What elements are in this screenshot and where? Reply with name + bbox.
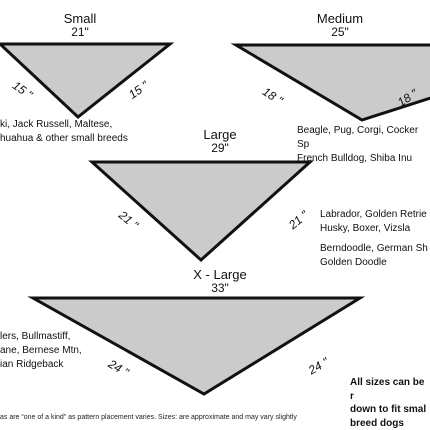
medium-width: 25" — [331, 25, 349, 39]
note-line: breed dogs — [350, 417, 404, 429]
large-size-name: Large — [203, 127, 237, 142]
small-bandana-triangle — [0, 42, 175, 119]
breed-line: huahua & other small breeds — [0, 133, 128, 144]
large-breeds: Labrador, Golden Retrie Husky, Boxer, Vi… — [320, 208, 428, 270]
note-line: All sizes can be r — [350, 377, 425, 402]
breed-line: Beagle, Pug, Corgi, Cocker Sp — [297, 125, 419, 150]
large-width: 29" — [211, 141, 229, 155]
xlarge-width: 33" — [211, 281, 229, 295]
small-size-name: Small — [63, 11, 97, 26]
small-width: 21" — [71, 25, 89, 39]
xlarge-size-name: X - Large — [193, 267, 247, 282]
breed-line: Golden Doodle — [320, 257, 387, 268]
xlarge-breeds: lers, Bullmastiff, ane, Bernese Mtn, ian… — [0, 330, 82, 372]
breed-line: Labrador, Golden Retrie — [320, 209, 427, 220]
medium-bandana-triangle — [230, 43, 430, 122]
breed-line: French Bulldog, Shiba Inu — [297, 153, 413, 164]
breed-line: ane, Bernese Mtn, — [0, 345, 82, 356]
large-bandana-triangle — [88, 160, 314, 263]
breed-line: lers, Bullmastiff, — [0, 331, 71, 342]
breed-line: ian Ridgeback — [0, 359, 64, 370]
medium-size-name: Medium — [316, 11, 364, 26]
resize-note: All sizes can be r down to fit smal bree… — [350, 376, 430, 430]
breed-line: Berndoodle, German Sh — [320, 243, 428, 254]
breed-line: ki, Jack Russell, Maltese, — [0, 119, 113, 130]
disclaimer-footer: as are “one of a kind” as pattern placem… — [0, 414, 297, 421]
note-line: down to fit smal — [350, 404, 427, 415]
small-breeds: ki, Jack Russell, Maltese, huahua & othe… — [0, 118, 128, 146]
xlarge-bandana-triangle — [27, 296, 366, 396]
medium-breeds: Beagle, Pug, Corgi, Cocker Sp French Bul… — [297, 124, 430, 166]
breed-line: Husky, Boxer, Vizsla — [320, 223, 411, 234]
